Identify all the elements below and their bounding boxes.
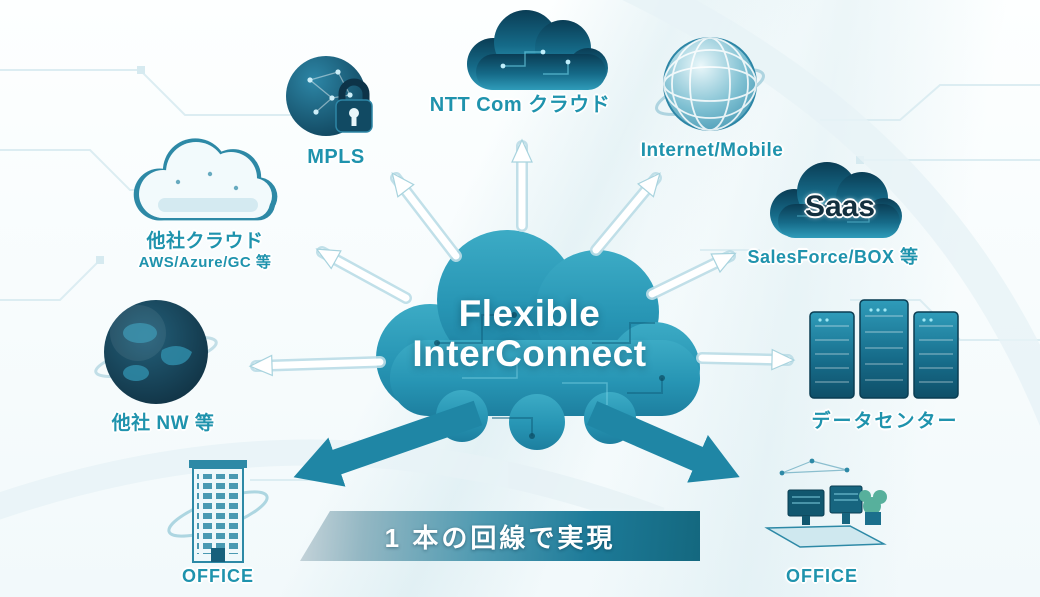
center-title: Flexible InterConnect: [342, 294, 717, 374]
office-building-icon: [163, 452, 273, 567]
other-cloud-icon: [118, 138, 288, 228]
internet-mobile-label: Internet/Mobile: [640, 140, 784, 161]
office-desk-icon: [752, 448, 897, 563]
mpls-label: MPLS: [307, 146, 365, 168]
ntt-com-cloud-label: NTT Com クラウド: [429, 94, 611, 116]
banner-text: 1 本の回線で実現: [384, 522, 616, 553]
saas-sublabel: SalesForce/BOX 等: [747, 247, 919, 267]
single-line-banner: 1 本の回線で実現: [300, 511, 700, 561]
saas-cloud-icon: [752, 158, 917, 246]
other-network-label: 他社 NW 等: [111, 413, 215, 434]
office-right-label: OFFICE: [786, 566, 858, 586]
saas-label: Saas: [804, 190, 876, 223]
other-network-globe-icon: [92, 295, 227, 410]
internet-globe-icon: [652, 30, 772, 142]
ntt-com-cloud-icon: [448, 6, 623, 98]
datacenter-label: データセンター: [811, 411, 959, 432]
office-left-label: OFFICE: [182, 566, 254, 586]
center-cloud-shape: [376, 230, 700, 450]
center-cloud: Flexible InterConnect: [342, 208, 717, 463]
center-title-line1: Flexible: [458, 293, 601, 334]
datacenter-racks-icon: [802, 292, 967, 404]
other-cloud-sublabel: AWS/Azure/GC 等: [138, 254, 272, 271]
other-cloud-label: 他社クラウド: [146, 231, 264, 252]
center-title-line2: InterConnect: [412, 332, 647, 374]
mpls-lock-globe-icon: [280, 50, 390, 146]
